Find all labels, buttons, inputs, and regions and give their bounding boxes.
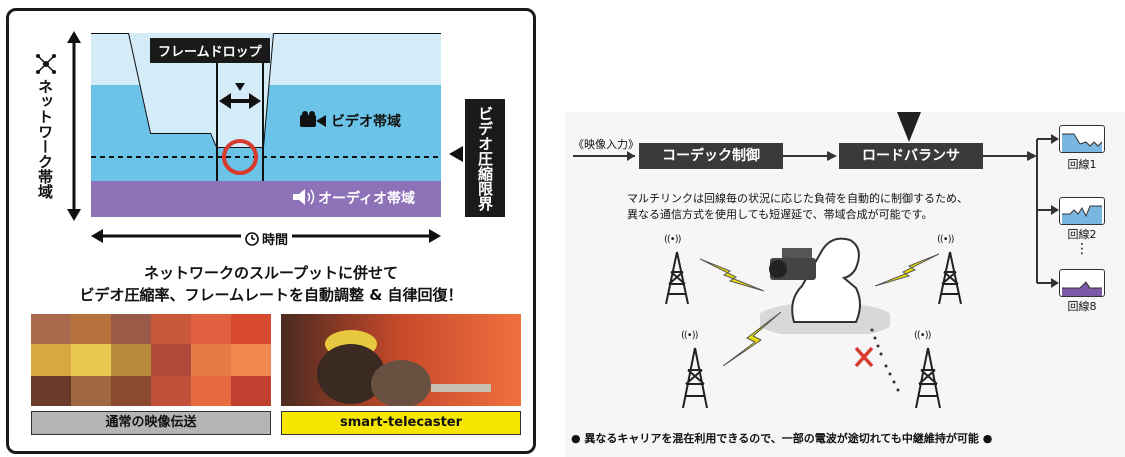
- load-balancer-box: ロードバランサ: [839, 143, 983, 169]
- smart-telecaster-photo: [281, 314, 521, 406]
- y-axis-label: ネットワーク帯域: [36, 79, 54, 199]
- clock-icon: [245, 231, 259, 246]
- description-line-2: 異なる通信方式を使用しても短遅延で、帯域合成が可能です。: [627, 208, 933, 221]
- video-input-label: 《映像入力》: [573, 138, 639, 151]
- tower-icon: [682, 347, 708, 409]
- signal-1: ((•)): [664, 234, 681, 245]
- lightning-bolt-icon: [723, 312, 781, 366]
- smart-telecaster-caption: smart-telecaster: [281, 411, 521, 435]
- headline-line-2: ビデオ圧縮率、フレームレートを自動調整 & 自律回復！: [79, 286, 463, 304]
- bandwidth-chart: [91, 33, 441, 217]
- headline-line-1: ネットワークのスループットに併せて: [143, 264, 399, 282]
- video-camera-icon: [300, 111, 326, 127]
- flow-lines: [573, 112, 1059, 288]
- speaker-icon: [293, 189, 315, 205]
- normal-transmission-photo: [31, 314, 271, 406]
- more-lines-dots: ⋮: [1075, 241, 1089, 257]
- line-2-graph: [1059, 197, 1105, 225]
- lightning-bolt-icon: [700, 258, 764, 292]
- signal-4: ((•)): [914, 330, 931, 341]
- description-line-1: マルチリンクは回線毎の状況に応じた負荷を自動的に制御するため、: [627, 192, 968, 205]
- tower-icon: [938, 251, 962, 305]
- signal-2: ((•)): [937, 234, 954, 245]
- line-8-label: 回線8: [1067, 300, 1097, 313]
- line-1-graph: [1059, 125, 1105, 153]
- tower-icon: [915, 347, 941, 409]
- lightning-bolt-icon: [875, 253, 939, 287]
- line-8-graph: [1059, 269, 1105, 297]
- compression-limit-label: ビデオ圧縮限界: [465, 99, 505, 217]
- line-2-label: 回線2: [1067, 228, 1097, 241]
- audio-band-label: オーディオ帯域: [318, 191, 416, 207]
- frame-drop-label: フレームドロップ: [150, 38, 270, 63]
- cameraman-illustration: [760, 237, 890, 334]
- bandwidth-diagram-panel: ネットワーク帯域 フレームドロップ: [6, 8, 536, 454]
- bottom-note: ● 異なるキャリアを混在利用できるので、一部の電波が途切れても中継維持が可能 ●: [571, 432, 993, 445]
- broken-signal-dots: [854, 328, 900, 392]
- x-axis-label: 時間: [262, 233, 289, 248]
- signal-3: ((•)): [681, 330, 698, 341]
- x-axis-label-group: 時間: [241, 229, 293, 248]
- multilink-diagram-panel: 《映像入力》 コーデック制御 ロードバランサ マルチリンクは回線毎の状況に応じた…: [565, 112, 1125, 457]
- limit-pointer-icon: [449, 146, 463, 162]
- y-axis-arrow: [67, 31, 81, 221]
- video-band-label: ビデオ帯域: [331, 114, 401, 130]
- tower-icon: [665, 251, 689, 305]
- network-icon: [36, 54, 56, 74]
- line-1-label: 回線1: [1067, 158, 1097, 171]
- codec-control-box: コーデック制御: [639, 143, 783, 169]
- normal-transmission-caption: 通常の映像伝送: [31, 411, 271, 435]
